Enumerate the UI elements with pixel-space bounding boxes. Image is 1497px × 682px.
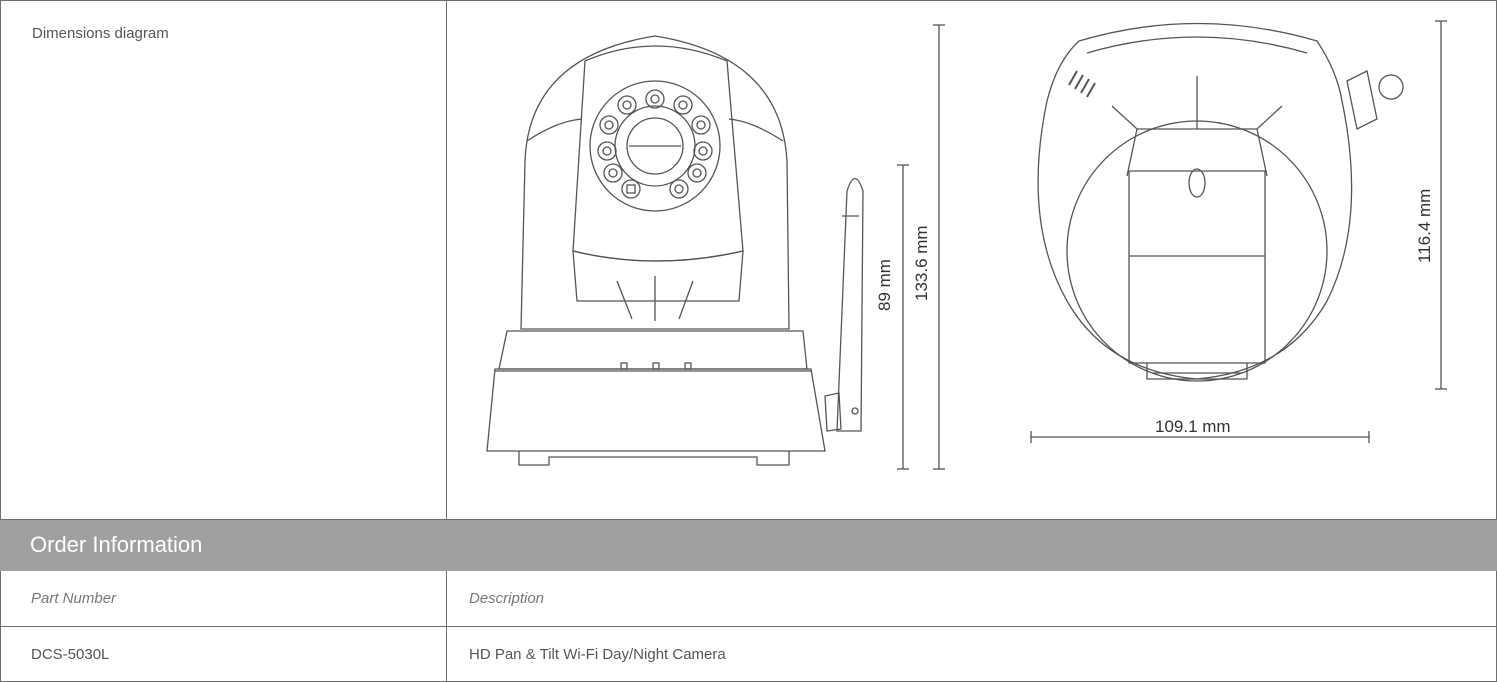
width-label: 109.1 mm: [1155, 417, 1231, 436]
top-dimension-lines: [1030, 20, 1447, 443]
order-information-header: Order Information: [0, 519, 1497, 571]
order-information-title: Order Information: [30, 532, 203, 557]
description-header-text: Description: [469, 590, 545, 607]
front-dimension-lines: [897, 24, 945, 470]
camera-front-view: [486, 35, 864, 466]
dimensions-diagram-cell: 89 mm 133.6 mm 116.4 mm 109.1 mm: [447, 1, 1497, 520]
part-number-value: DCS-5030L: [31, 646, 110, 663]
depth-label: 116.4 mm: [1415, 189, 1434, 263]
camera-top-view: [1037, 22, 1404, 382]
order-table-header-row: Part Number Description: [0, 571, 1497, 627]
description-value: HD Pan & Tilt Wi-Fi Day/Night Camera: [469, 646, 726, 663]
dimensions-label-cell: Dimensions diagram: [1, 1, 447, 520]
part-number-header-text: Part Number: [31, 590, 117, 607]
part-number-column-header: Part Number: [1, 571, 447, 626]
table-row: DCS-5030L HD Pan & Tilt Wi-Fi Day/Night …: [0, 627, 1497, 682]
total-height-label: 133.6 mm: [912, 225, 931, 301]
description-cell: HD Pan & Tilt Wi-Fi Day/Night Camera: [447, 627, 1497, 681]
description-column-header: Description: [447, 571, 1497, 626]
dimensions-row: Dimensions diagram: [0, 0, 1497, 520]
dimensions-label: Dimensions diagram: [32, 25, 169, 42]
antenna-height-label: 89 mm: [875, 259, 894, 311]
part-number-cell: DCS-5030L: [1, 627, 447, 681]
dimensions-diagram: 89 mm 133.6 mm 116.4 mm 109.1 mm: [486, 20, 1447, 470]
